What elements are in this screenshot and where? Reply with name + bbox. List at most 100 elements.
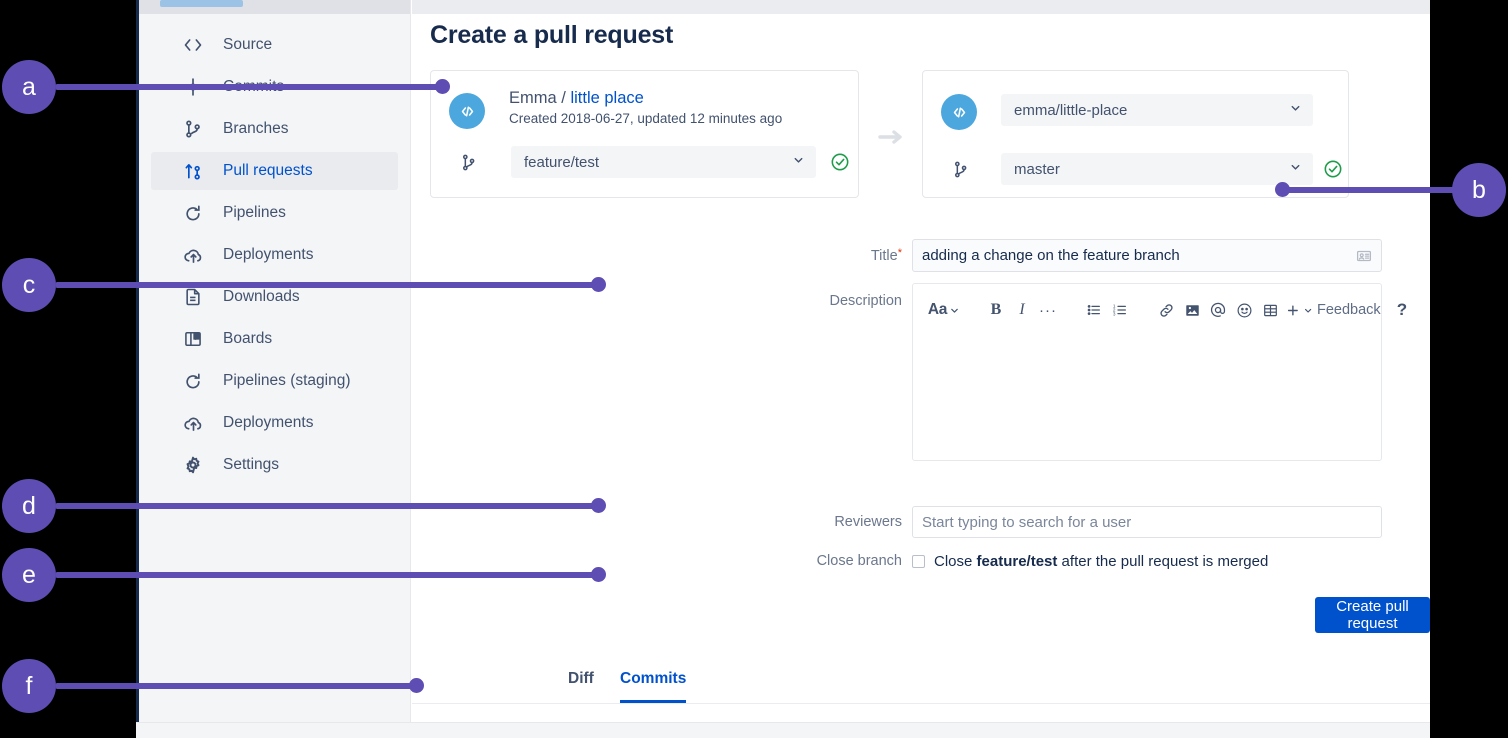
svg-text:1: 1 (1113, 304, 1116, 309)
chevron-down-icon (792, 154, 805, 171)
boards-icon (181, 327, 205, 351)
sidebar-item-settings[interactable]: Settings (151, 446, 398, 484)
editor-feedback-link[interactable]: Feedback (1317, 302, 1381, 318)
close-branch-description: Close feature/test after the pull reques… (934, 553, 1268, 570)
annotation-bubble-d: d (2, 479, 56, 533)
bitbucket-app-window: Source Commits Branches (136, 0, 1430, 738)
sidebar-item-label: Deployments (223, 246, 314, 263)
annotation-bubble-f: f (2, 659, 56, 713)
destination-repo-card: emma/little-place master (922, 70, 1349, 198)
annotation-dot-c (591, 277, 606, 292)
svg-text:2: 2 (1113, 308, 1116, 313)
sidebar-item-branches[interactable]: Branches (151, 110, 398, 148)
annotation-dot-f (409, 678, 424, 693)
sidebar-item-label: Pipelines (223, 204, 286, 221)
branch-selection-row: Emma / little place Created 2018-06-27, … (430, 70, 1412, 198)
deployments-icon (181, 243, 205, 267)
help-icon[interactable]: ? (1396, 300, 1408, 319)
chevron-down-icon (1289, 161, 1302, 178)
deployments-icon (181, 411, 205, 435)
mention-icon[interactable] (1207, 297, 1229, 323)
repo-avatar-icon (449, 93, 485, 129)
source-repo-link[interactable]: little place (570, 89, 644, 107)
annotation-dot-e (591, 567, 606, 582)
sidebar-item-label: Pull requests (223, 162, 313, 179)
title-card-icon[interactable] (1355, 247, 1373, 265)
source-repo-name: Emma / little place (509, 89, 644, 108)
footer-bar (136, 722, 1430, 738)
downloads-icon (181, 285, 205, 309)
sidebar-item-label: Settings (223, 456, 280, 473)
sidebar-item-label: Pipelines (staging) (223, 372, 351, 389)
annotation-bubble-c: c (2, 258, 56, 312)
merge-direction-arrow-icon (877, 127, 907, 147)
reviewers-input[interactable]: Start typing to search for a user (912, 506, 1382, 538)
sidebar-item-pipelines[interactable]: Pipelines (151, 194, 398, 232)
repository-sidebar: Source Commits Branches (139, 0, 411, 738)
destination-branch-valid-icon (1323, 159, 1343, 179)
title-label-text: Title (870, 248, 898, 264)
sidebar-item-downloads[interactable]: Downloads (151, 278, 398, 316)
tab-diff[interactable]: Diff (568, 670, 594, 687)
annotation-bubble-b: b (1452, 163, 1506, 217)
sidebar-item-label: Boards (223, 330, 273, 347)
bold-icon[interactable]: B (990, 301, 1002, 318)
more-formatting-icon[interactable]: ··· (1039, 301, 1057, 319)
breadcrumb-placeholder (160, 0, 243, 7)
italic-icon[interactable]: I (1019, 301, 1025, 318)
description-textarea[interactable] (913, 336, 1381, 460)
annotation-line-a (56, 84, 446, 90)
source-repo-separator: / (561, 89, 566, 107)
text-style-icon[interactable]: Aa (927, 297, 961, 323)
reviewers-placeholder: Start typing to search for a user (922, 513, 1132, 531)
close-branch-text-after: after the pull request is merged (1057, 553, 1269, 570)
table-icon[interactable] (1259, 297, 1281, 323)
emoji-icon[interactable] (1233, 297, 1255, 323)
gear-icon (181, 453, 205, 477)
annotation-dot-a (435, 79, 450, 94)
destination-branch-select[interactable]: master (1001, 153, 1313, 185)
annotation-dot-b (1275, 182, 1290, 197)
destination-branch-value: master (1014, 160, 1060, 178)
source-branch-value: feature/test (524, 153, 600, 171)
sidebar-item-boards[interactable]: Boards (151, 320, 398, 358)
source-repo-card: Emma / little place Created 2018-06-27, … (430, 70, 859, 198)
annotation-line-e (56, 572, 602, 578)
close-branch-field-label: Close branch (816, 553, 902, 569)
title-input[interactable]: adding a change on the feature branch (912, 239, 1382, 272)
link-icon[interactable] (1155, 297, 1177, 323)
sidebar-item-pull-requests[interactable]: Pull requests (151, 152, 398, 190)
branch-icon (457, 151, 479, 173)
sidebar-item-deployments[interactable]: Deployments (151, 236, 398, 274)
close-branch-checkbox[interactable] (912, 555, 925, 568)
tab-commits[interactable]: Commits (620, 670, 687, 703)
repo-avatar-icon (941, 94, 977, 130)
destination-repo-value: emma/little-place (1014, 101, 1128, 119)
annotation-line-c (56, 282, 602, 288)
close-branch-name: feature/test (976, 553, 1058, 570)
annotation-dot-d (591, 498, 606, 513)
description-field-label: Description (829, 293, 902, 309)
tabs-bar: Diff Commits (412, 670, 1430, 704)
close-branch-text-before: Close (934, 553, 977, 570)
code-brackets-icon (181, 33, 205, 57)
bullet-list-icon[interactable] (1083, 297, 1105, 323)
sidebar-item-pipelines-staging[interactable]: Pipelines (staging) (151, 362, 398, 400)
sidebar-item-deployments-2[interactable]: Deployments (151, 404, 398, 442)
pull-request-icon (181, 159, 205, 183)
annotation-bubble-a: a (2, 60, 56, 114)
destination-repo-select[interactable]: emma/little-place (1001, 94, 1313, 126)
main-content: Create a pull request Emma / little plac… (412, 0, 1430, 738)
sidebar-item-source[interactable]: Source (151, 26, 398, 64)
pipelines-icon (181, 201, 205, 225)
insert-more-icon[interactable] (1285, 297, 1313, 323)
svg-text:3: 3 (1113, 311, 1116, 316)
create-pull-request-button[interactable]: Create pull request (1315, 597, 1430, 633)
source-branch-select[interactable]: feature/test (511, 146, 816, 178)
image-icon[interactable] (1181, 297, 1203, 323)
content-header-placeholder (412, 0, 1430, 14)
